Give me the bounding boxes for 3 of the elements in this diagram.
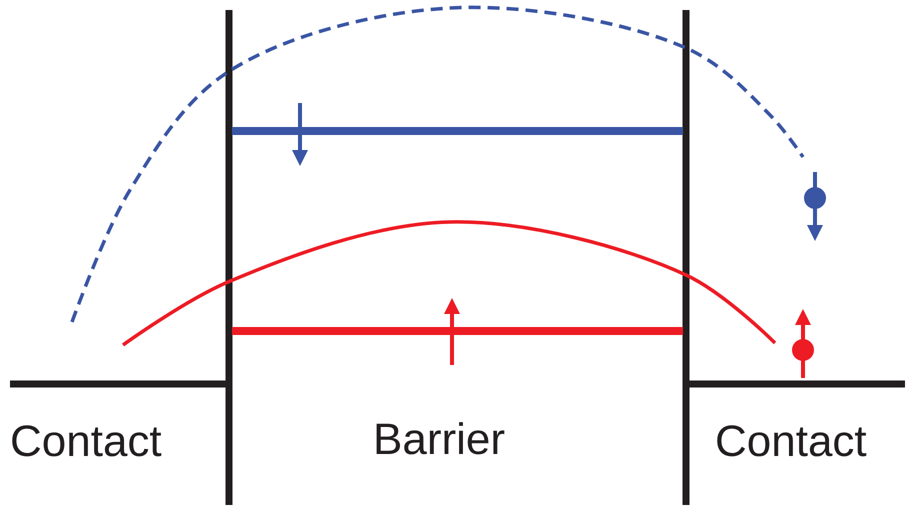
region-label: Contact xyxy=(10,420,162,464)
region-label: Contact xyxy=(715,420,867,464)
region-label: Barrier xyxy=(373,418,506,462)
